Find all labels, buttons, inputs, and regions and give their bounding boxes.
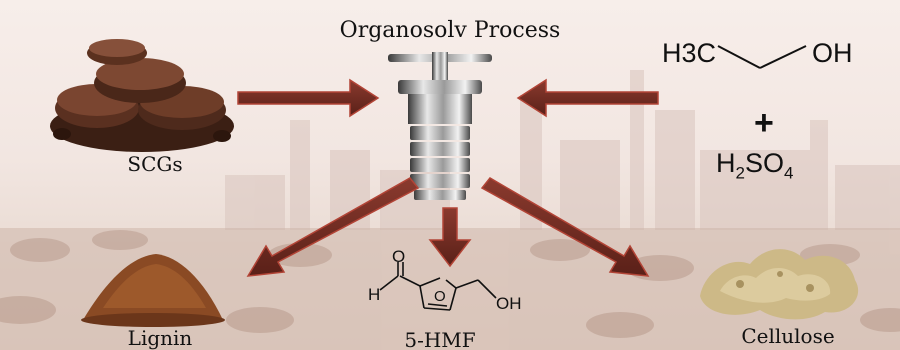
reactor-vessel [388,52,492,200]
lignin-image [81,254,225,327]
plus-sign: + [754,104,774,142]
hmf-hydroxyl: OH [496,294,522,313]
cellulose-image [700,249,859,320]
hmf-ring-o: O [434,288,446,305]
arrow-scgs-to-reactor [237,78,380,118]
sulfuric-acid-formula: H2SO4 [716,148,794,183]
hmf-label: 5-HMF [404,328,476,350]
hmf-aldehyde-h: H [368,285,381,304]
scgs-label: SCGs [127,152,183,176]
lignin-label: Lignin [127,326,193,350]
hmf-aldehyde-o: O [392,247,406,266]
ethanol-oh-group: OH [812,38,853,68]
cellulose-label: Cellulose [741,324,835,348]
arrow-reactor-to-cellulose [480,177,650,277]
scgs-image [50,39,234,152]
arrow-reagents-to-reactor [516,78,659,118]
arrow-reactor-to-lignin [246,177,420,277]
ethanol-ch3-group: H3C [662,38,717,68]
arrow-reactor-to-hmf [428,207,472,268]
process-title: Organosolv Process [339,18,561,43]
